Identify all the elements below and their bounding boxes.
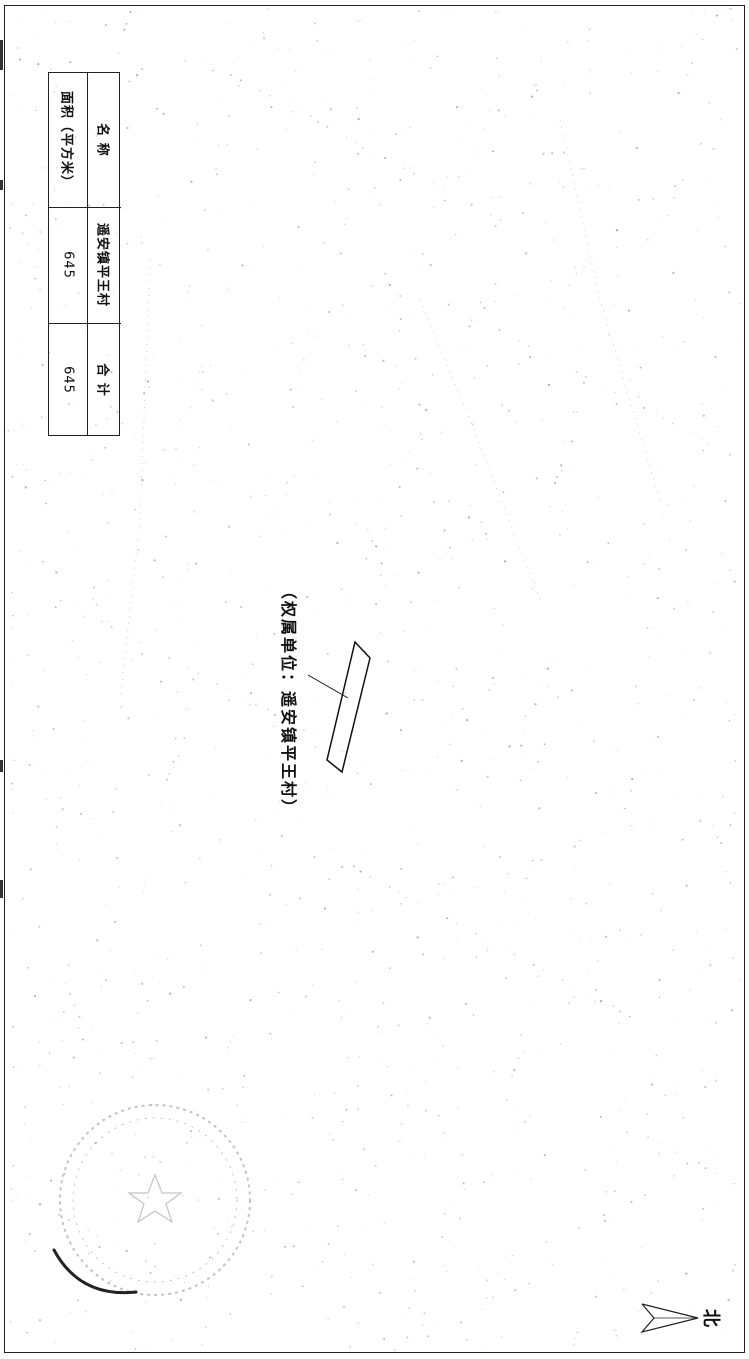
village-name-text: 遥安镇平王村 [94, 222, 110, 308]
left-edge-marks [0, 0, 4, 1359]
table-cell-area-village: 645 [49, 207, 87, 324]
area-total-value: 645 [60, 366, 76, 394]
total-name-text: 合 计 [94, 363, 110, 397]
table-cell-name-village: 遥安镇平王村 [87, 207, 121, 324]
area-village-value: 645 [60, 251, 76, 279]
table-cell-name-total: 合 计 [87, 323, 121, 437]
name-header-text: 名 称 [94, 123, 110, 157]
table-col-area: 面积（平方米） 645 645 [49, 73, 88, 435]
table-cell-area-total: 645 [49, 323, 87, 437]
parcel-owner-label: （权属单位：遥安镇平王村） [279, 582, 298, 818]
table-cell-area-header: 面积（平方米） [49, 73, 87, 208]
table-col-name: 名 称 遥安镇平王村 合 计 [87, 73, 121, 435]
table-cell-name-header: 名 称 [87, 73, 121, 208]
north-label: 北 [700, 1309, 721, 1327]
area-table: 面积（平方米） 645 645 名 称 遥安镇平王村 合 计 [48, 72, 121, 436]
north-arrow-icon [640, 1303, 699, 1334]
area-header-text: 面积（平方米） [58, 90, 74, 190]
parcel-polygon [307, 640, 371, 774]
map-frame [4, 5, 745, 1353]
seal-stamp-icon [52, 1104, 251, 1296]
